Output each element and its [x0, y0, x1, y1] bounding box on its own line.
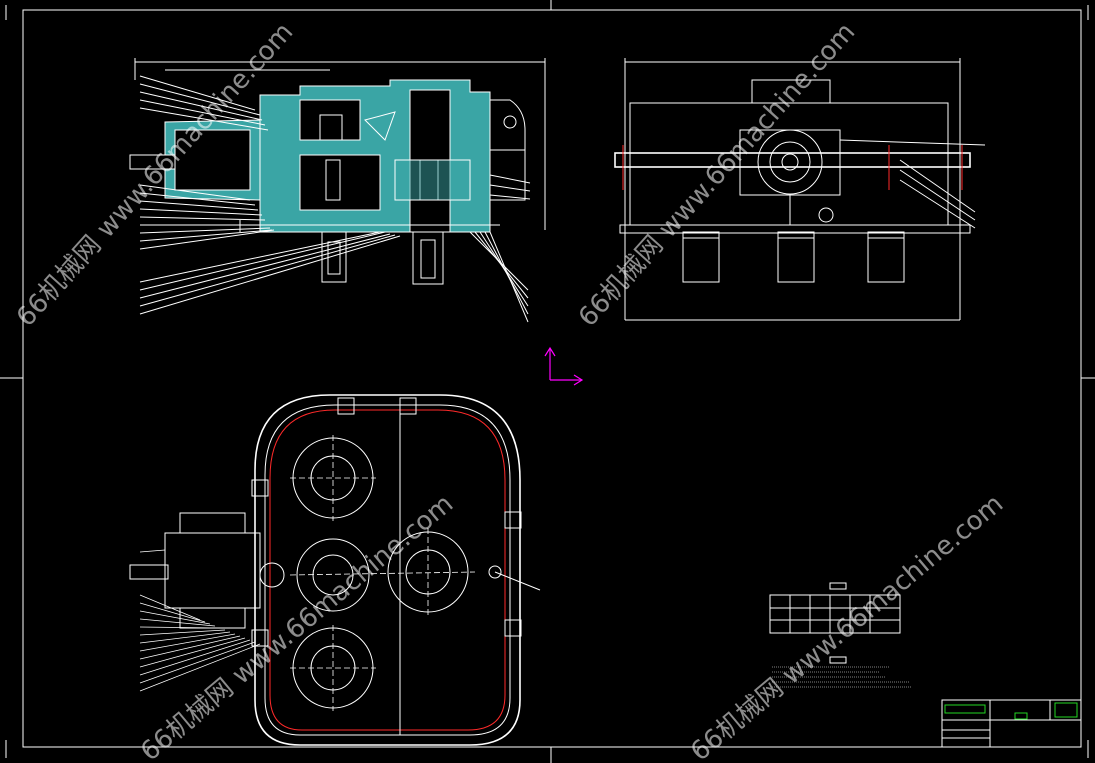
technical-spec-table	[769, 582, 912, 688]
watermark-3: 66机械网 www.66machine.com	[135, 489, 459, 763]
ucs-axis-icon	[544, 346, 584, 386]
watermark-4: 66机械网 www.66machine.com	[685, 489, 1009, 763]
watermark-2: 66机械网 www.66machine.com	[573, 17, 861, 333]
side-view	[614, 58, 986, 321]
title-block	[941, 699, 1082, 748]
front-section-view	[129, 58, 546, 323]
plan-view	[129, 394, 541, 746]
